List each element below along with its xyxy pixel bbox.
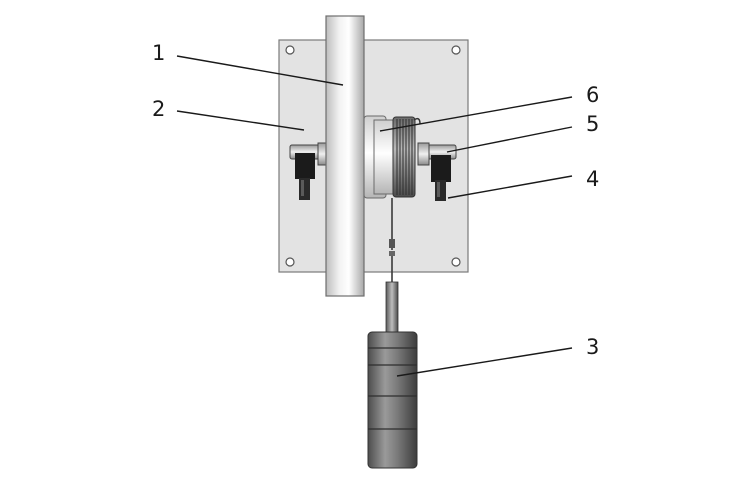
leader-line-2 (176, 110, 305, 131)
hanging-weight (367, 281, 418, 469)
leader-line-1 (176, 55, 344, 86)
callout-labels: 1 2 6 5 4 3 (152, 41, 599, 359)
plate-screw-hole-top-right (451, 45, 461, 55)
string-drum (392, 116, 421, 198)
callout-number-2: 2 (152, 97, 165, 121)
callout-number-1: 1 (152, 41, 165, 65)
callout-leaders (176, 55, 573, 377)
callout-number-6: 6 (586, 83, 599, 107)
plate-screw-hole-top-left (285, 45, 295, 55)
leader-line-5 (446, 126, 573, 153)
plate-screw-hole-bottom-right (451, 257, 461, 267)
axle-hub (363, 115, 397, 199)
callout-number-4: 4 (586, 167, 599, 191)
callout-number-5: 5 (586, 112, 599, 136)
callout-number-3: 3 (586, 335, 599, 359)
plate-screw-hole-bottom-left (285, 257, 295, 267)
left-bearing-bracket (295, 153, 315, 200)
leader-line-6 (379, 96, 573, 132)
string-cord (389, 198, 395, 282)
weight-hanger-rod (385, 281, 399, 335)
flywheel-disk (325, 15, 365, 297)
leader-line-3 (396, 347, 573, 377)
right-bearing-bracket (431, 155, 451, 201)
leader-line-4 (447, 175, 573, 199)
